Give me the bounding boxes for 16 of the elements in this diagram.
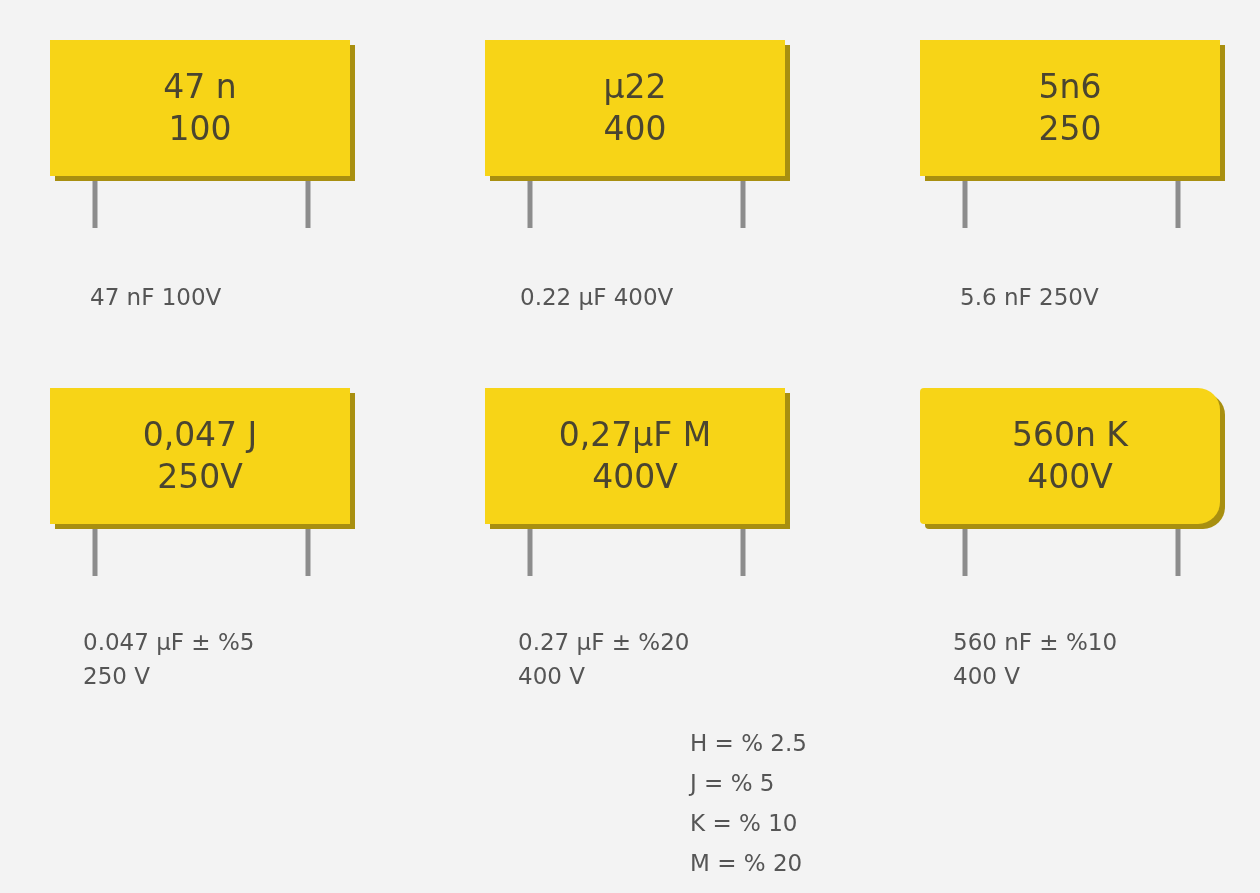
- capacitor-marking: 0,27µF M 400V: [558, 414, 712, 498]
- value-caption: 47 nF 100V: [90, 283, 222, 312]
- value-caption: 560 nF ± %10 400 V: [953, 628, 1119, 691]
- value-caption: 5.6 nF 250V: [960, 283, 1099, 312]
- tolerance-code: J = % 5: [690, 770, 775, 796]
- tolerance-code: K = % 10: [690, 810, 798, 836]
- value-caption: 0.047 µF ± %5 250 V: [83, 628, 256, 691]
- capacitor-marking: 47 n 100: [163, 66, 237, 150]
- capacitor-marking: 5n6 250: [1038, 66, 1102, 150]
- value-caption: 0.27 µF ± %20 400 V: [518, 628, 691, 691]
- capacitor-marking: 0,047 J 250V: [142, 414, 258, 498]
- capacitor-marking: µ22 400: [603, 66, 667, 150]
- value-caption: 0.22 µF 400V: [520, 283, 674, 312]
- tolerance-code: H = % 2.5: [690, 730, 807, 756]
- tolerance-code: M = % 20: [690, 850, 803, 876]
- capacitor-marking: 560n K 400V: [1011, 414, 1128, 498]
